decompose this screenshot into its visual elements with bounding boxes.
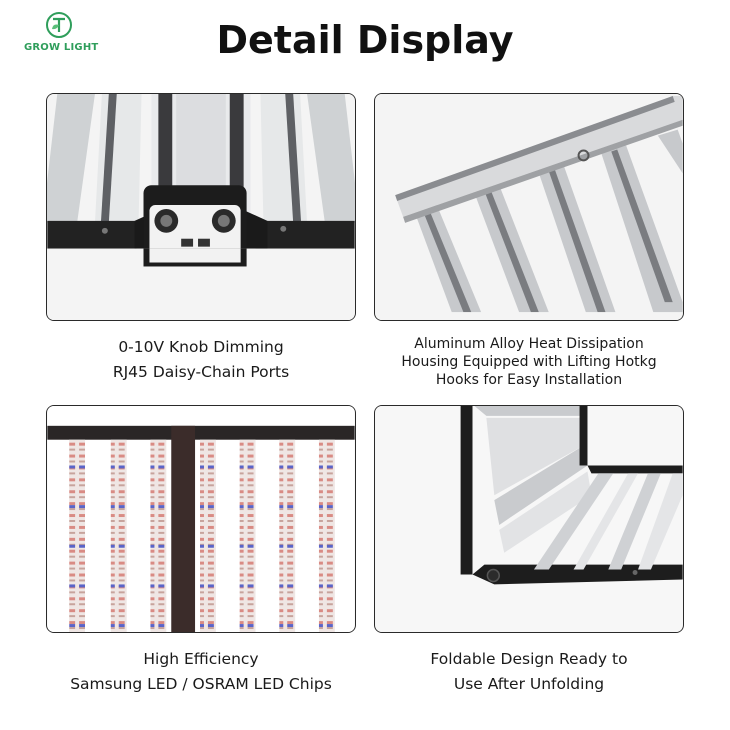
caption-line: Aluminum Alloy Heat Dissipation bbox=[414, 336, 644, 352]
caption-driver-box: 0-10V Knob Dimming RJ45 Daisy-Chain Port… bbox=[46, 335, 356, 385]
caption-folding-frame: Foldable Design Ready to Use After Unfol… bbox=[374, 647, 684, 697]
caption-led-bars: High Efficiency Samsung LED / OSRAM LED … bbox=[46, 647, 356, 697]
caption-line: RJ45 Daisy-Chain Ports bbox=[112, 363, 290, 381]
panel-led-bars bbox=[46, 405, 356, 633]
panel-folding-frame bbox=[374, 405, 684, 633]
brand-logo: GROW LIGHT bbox=[24, 10, 99, 53]
led-bars-icon bbox=[47, 406, 355, 632]
caption-line: 0-10V Knob Dimming bbox=[118, 338, 284, 356]
folding-frame-icon bbox=[375, 406, 683, 632]
heat-sink-icon bbox=[375, 94, 683, 320]
logo-text: GROW LIGHT bbox=[24, 42, 99, 53]
driver-box-icon bbox=[47, 94, 355, 320]
panel-heat-sink bbox=[374, 93, 684, 321]
caption-line: Housing Equipped with Lifting Hotkg bbox=[401, 354, 657, 370]
caption-line: Use After Unfolding bbox=[453, 675, 605, 693]
caption-line: Hooks for Easy Installation bbox=[435, 372, 623, 388]
grow-light-logo-icon bbox=[46, 12, 72, 38]
page-title: Detail Display bbox=[216, 18, 514, 62]
caption-line: Samsung LED / OSRAM LED Chips bbox=[70, 675, 332, 693]
caption-heat-sink: Aluminum Alloy Heat Dissipation Housing … bbox=[374, 335, 684, 389]
caption-line: High Efficiency bbox=[143, 650, 259, 668]
caption-line: Foldable Design Ready to bbox=[430, 650, 628, 668]
panel-driver-box bbox=[46, 93, 356, 321]
